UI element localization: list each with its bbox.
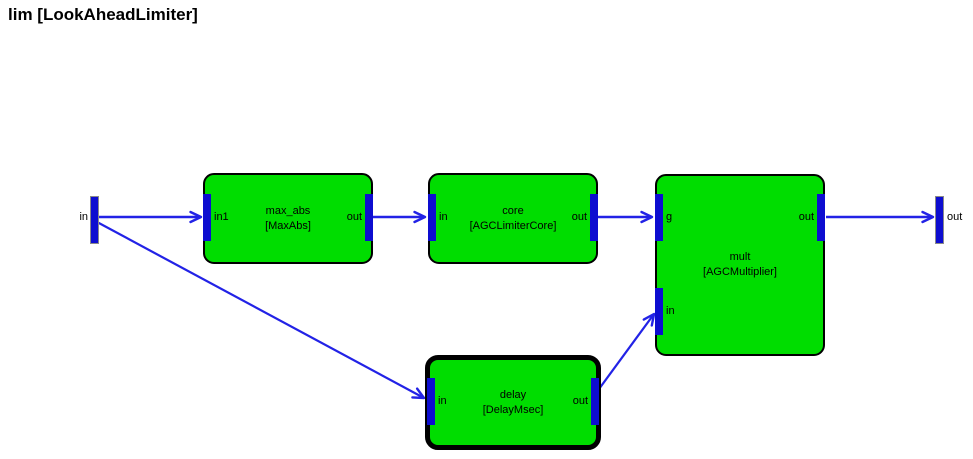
diagram-title: lim [LookAheadLimiter] [8, 5, 198, 24]
port-max-abs-in1[interactable] [203, 194, 211, 241]
block-name: mult [729, 251, 751, 263]
wire-delay-out-to-mult-in[interactable] [598, 312, 656, 390]
block-title-mult: mult [AGCMultiplier] [657, 176, 823, 354]
external-in-label: in [79, 211, 88, 223]
block-name: delay [499, 388, 527, 401]
port-label-mult-g: g [666, 211, 673, 223]
port-label-delay-in: in [438, 395, 447, 407]
port-label-mult-in: in [666, 305, 675, 317]
port-core-in[interactable] [428, 194, 436, 241]
port-label-core-in: in [439, 211, 448, 223]
port-label-mult-out: out [798, 211, 814, 223]
port-label-delay-out: out [572, 395, 588, 407]
external-out-port[interactable] [935, 196, 944, 244]
block-class: [MaxAbs] [265, 219, 311, 232]
block-max-abs[interactable]: in1 out max_abs [MaxAbs] [203, 173, 373, 264]
external-out-label: out [947, 211, 963, 223]
port-core-out[interactable] [590, 194, 598, 241]
port-mult-in[interactable] [655, 288, 663, 335]
port-label-max-abs-out: out [346, 211, 362, 223]
port-label-core-out: out [571, 211, 587, 223]
block-delay[interactable]: in out delay [DelayMsec] [425, 355, 601, 450]
block-name: max_abs [265, 204, 311, 217]
block-title-delay: delay [DelayMsec] [430, 360, 596, 445]
block-name: core [502, 204, 524, 217]
wire-in-to-delay-in[interactable] [96, 221, 426, 400]
block-mult[interactable]: g in out mult [AGCMultiplier] [655, 174, 825, 356]
block-class: [AGCLimiterCore] [469, 219, 557, 232]
port-mult-out[interactable] [817, 194, 825, 241]
block-core[interactable]: in out core [AGCLimiterCore] [428, 173, 598, 264]
port-delay-in[interactable] [427, 378, 435, 425]
block-class: [AGCMultiplier] [703, 266, 777, 278]
port-max-abs-out[interactable] [365, 194, 373, 241]
port-label-max-abs-in1: in1 [214, 211, 229, 223]
block-class: [DelayMsec] [482, 403, 544, 416]
port-delay-out[interactable] [591, 378, 599, 425]
external-in-port[interactable] [90, 196, 99, 244]
port-mult-g[interactable] [655, 194, 663, 241]
